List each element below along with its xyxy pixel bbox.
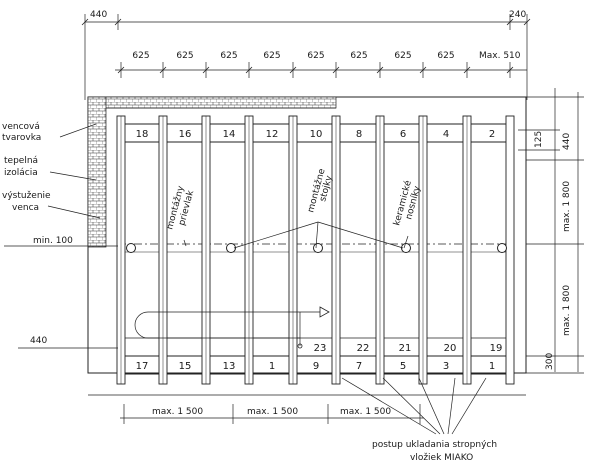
caption-leaders bbox=[341, 377, 487, 435]
joist-5 bbox=[288, 115, 298, 385]
label-vystuzenie-2: venca bbox=[12, 203, 39, 213]
dim-right-overhang: 240 bbox=[509, 10, 526, 20]
bottom-number-20: 20 bbox=[444, 343, 457, 354]
joist-3 bbox=[201, 115, 211, 385]
dim-spacing-5: 625 bbox=[307, 51, 324, 61]
dim-300: 300 bbox=[545, 353, 555, 370]
prop-2 bbox=[226, 243, 236, 253]
joist-9 bbox=[462, 115, 472, 385]
dim-spacing-4: 625 bbox=[263, 51, 280, 61]
dim-1800-bottom: max. 1 800 bbox=[562, 285, 572, 336]
top-number-8: 8 bbox=[356, 129, 362, 140]
bottom-number-19: 19 bbox=[490, 343, 503, 354]
bottom-number-7: 5 bbox=[400, 361, 406, 372]
bottom-number-8: 3 bbox=[443, 361, 449, 372]
top-number-4: 4 bbox=[443, 129, 449, 140]
prop-1 bbox=[126, 243, 136, 253]
bottom-number-9: 1 bbox=[489, 361, 495, 372]
top-dimensions bbox=[84, 14, 528, 100]
prop-5 bbox=[497, 243, 507, 253]
joist-4 bbox=[244, 115, 254, 385]
top-number-10: 10 bbox=[310, 129, 323, 140]
caption-line-1: postup ukladania stropných bbox=[372, 440, 497, 450]
ring-beam-left bbox=[87, 96, 107, 248]
dim-440-right: 440 bbox=[562, 133, 572, 150]
dim-bottom-1: max. 1 500 bbox=[152, 407, 203, 417]
bottom-number-6: 7 bbox=[356, 361, 362, 372]
label-tepelna-1: tepelná bbox=[4, 156, 38, 166]
right-dimensions bbox=[518, 88, 584, 374]
bottom-number-23: 23 bbox=[314, 343, 327, 354]
prop-4 bbox=[401, 243, 411, 253]
ring-beam-top bbox=[87, 96, 337, 109]
dim-left-overhang: 440 bbox=[90, 10, 107, 20]
dim-bottom-3: max. 1 500 bbox=[340, 407, 391, 417]
dim-1800-top: max. 1 800 bbox=[562, 181, 572, 232]
top-number-14: 14 bbox=[223, 129, 236, 140]
label-vencova-1: vencová bbox=[2, 122, 40, 132]
joist-8 bbox=[418, 115, 428, 385]
joist-6 bbox=[331, 115, 341, 385]
dim-spacing-1: 625 bbox=[132, 51, 149, 61]
top-spacing-values: 625 625 625 625 625 625 625 625 bbox=[132, 51, 454, 61]
top-number-2: 2 bbox=[489, 129, 495, 140]
progress-arrowhead bbox=[319, 306, 330, 318]
label-tepelna-2: izolácia bbox=[4, 168, 38, 178]
bottom-dimensions bbox=[120, 404, 424, 424]
ceramic-joists bbox=[116, 115, 515, 385]
joist-7 bbox=[375, 115, 385, 385]
bottom-number-3: 13 bbox=[223, 361, 236, 372]
bottom-number-2: 15 bbox=[179, 361, 192, 372]
top-number-6: 6 bbox=[400, 129, 406, 140]
bottom-number-22: 22 bbox=[357, 343, 370, 354]
dim-last-spacing: Max. 510 bbox=[479, 51, 521, 61]
joist-2 bbox=[158, 115, 168, 385]
dim-125: 125 bbox=[534, 131, 544, 148]
dim-spacing-3: 625 bbox=[220, 51, 237, 61]
dim-spacing-8: 625 bbox=[437, 51, 454, 61]
top-insert-numbers: 18 16 14 12 10 8 6 4 2 bbox=[136, 129, 496, 140]
bottom-number-5: 9 bbox=[313, 361, 319, 372]
label-vencova-2: tvarovka bbox=[2, 133, 41, 143]
dim-spacing-7: 625 bbox=[394, 51, 411, 61]
bottom-number-1: 17 bbox=[136, 361, 149, 372]
plan-outline bbox=[87, 96, 527, 374]
progress-path bbox=[134, 311, 320, 339]
top-number-18: 18 bbox=[136, 129, 149, 140]
joist-1 bbox=[116, 115, 126, 385]
dim-min-100: min. 100 bbox=[33, 236, 73, 246]
dim-440-left: 440 bbox=[30, 336, 47, 346]
caption-line-2: vložiek MIAKO bbox=[410, 453, 473, 463]
bottom-number-4: 1 bbox=[269, 361, 275, 372]
montage-props bbox=[126, 243, 507, 253]
joist-10 bbox=[505, 115, 515, 385]
bottom-number-21: 21 bbox=[399, 343, 412, 354]
label-vystuzenie-1: výstuženie bbox=[2, 191, 51, 201]
dim-spacing-2: 625 bbox=[176, 51, 193, 61]
top-number-16: 16 bbox=[179, 129, 192, 140]
dim-spacing-6: 625 bbox=[350, 51, 367, 61]
top-number-12: 12 bbox=[266, 129, 279, 140]
prop-3 bbox=[313, 243, 323, 253]
dim-bottom-2: max. 1 500 bbox=[247, 407, 298, 417]
